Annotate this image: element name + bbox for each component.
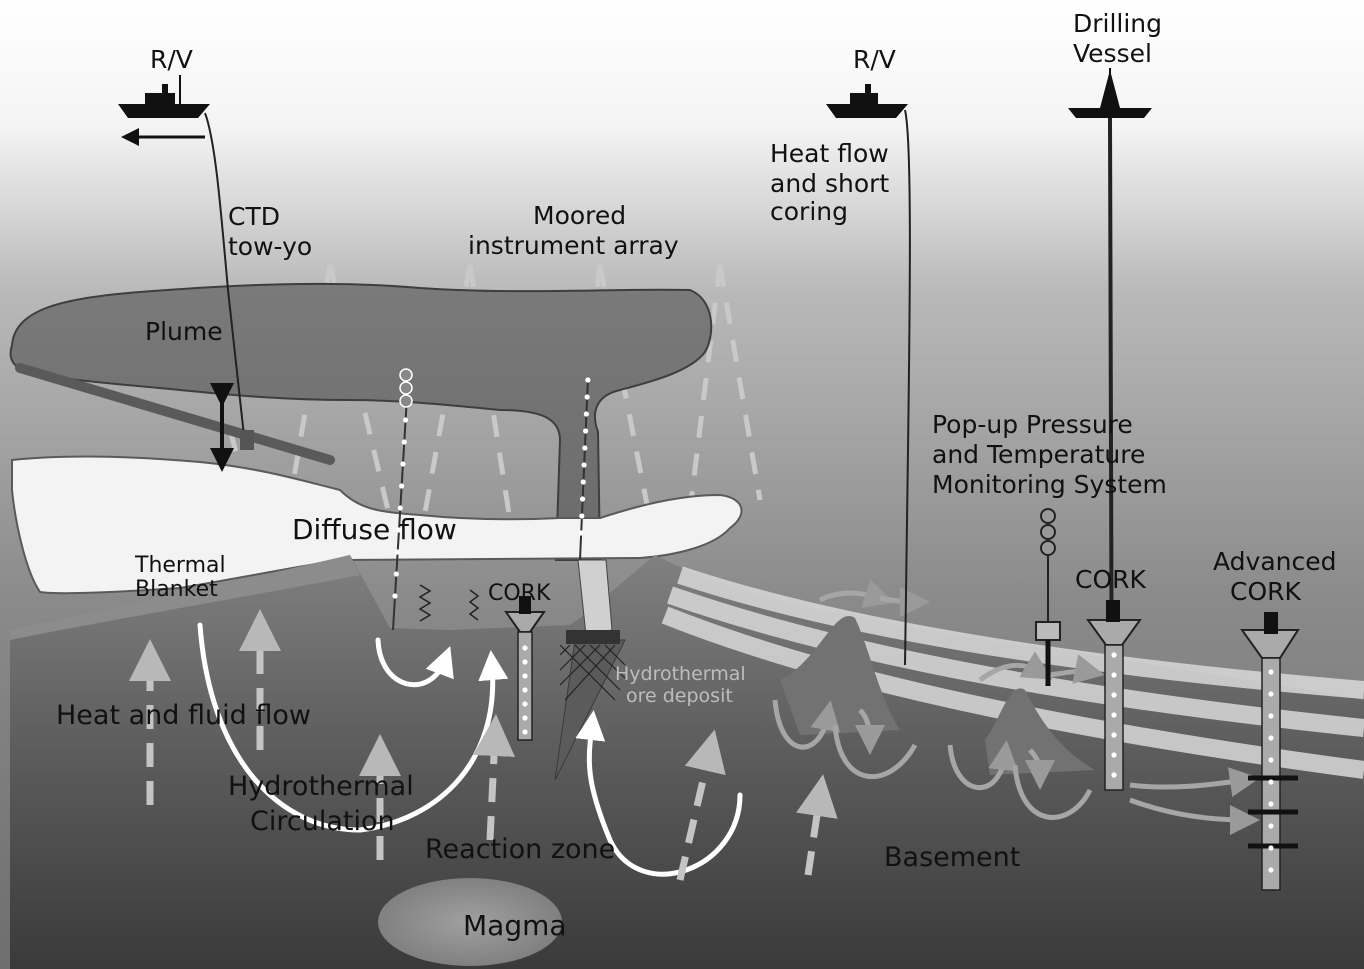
instrument-bead <box>581 479 586 484</box>
cork-left-label: CORK <box>488 581 551 606</box>
rv-left-label: R/V <box>150 45 193 74</box>
instrument-bead <box>585 377 590 382</box>
advanced-cork-label-2: CORK <box>1230 577 1302 606</box>
instrument-bead <box>1268 867 1273 872</box>
instrument-bead <box>398 505 403 510</box>
instrument-bead <box>403 417 408 422</box>
heatflow-label-2: and short <box>770 169 889 198</box>
diffuse-flow-label: Diffuse flow <box>292 513 457 546</box>
instrument-bead <box>1111 672 1116 677</box>
instrument-bead <box>578 530 583 535</box>
instrument-bead <box>1268 713 1273 718</box>
instrument-bead <box>1111 772 1116 777</box>
instrument-bead <box>392 593 397 598</box>
reaction-zone-label: Reaction zone <box>425 834 615 865</box>
ctd-instrument <box>240 430 254 450</box>
instrument-bead <box>394 571 399 576</box>
ctd-label-2: tow-yo <box>228 232 312 261</box>
rv-middle-label: R/V <box>853 45 896 74</box>
moored-label-1: Moored <box>533 201 626 230</box>
advanced-cork-label-1: Advanced <box>1213 547 1337 576</box>
ctd-label-1: CTD <box>228 202 280 231</box>
instrument-bead <box>1268 801 1273 806</box>
magma-label: Magma <box>463 909 567 942</box>
instrument-bead <box>585 394 590 399</box>
cork-right-label: CORK <box>1075 565 1147 594</box>
ore-deposit-label-2: ore deposit <box>626 685 733 707</box>
instrument-bead <box>522 645 527 650</box>
thermal-blanket-label-2: Blanket <box>135 577 218 602</box>
popup-label-2: and Temperature <box>932 440 1145 469</box>
heatflow-label-3: coring <box>770 197 848 226</box>
instrument-bead <box>522 687 527 692</box>
drilling-vessel-label-2: Vessel <box>1073 39 1152 68</box>
instrument-bead <box>1111 712 1116 717</box>
instrument-bead <box>584 411 589 416</box>
instrument-bead <box>1111 692 1116 697</box>
instrument-bead <box>579 513 584 518</box>
instrument-bead <box>581 462 586 467</box>
instrument-bead <box>1268 669 1273 674</box>
instrument-bead <box>582 445 587 450</box>
instrument-bead <box>1111 732 1116 737</box>
thermal-blanket-label-1: Thermal <box>134 553 226 578</box>
drilling-vessel-label-1: Drilling <box>1073 9 1162 38</box>
instrument-bead <box>522 673 527 678</box>
instrument-bead <box>1111 752 1116 757</box>
instrument-bead <box>1268 691 1273 696</box>
hydrothermal-circulation-label-1: Hydrothermal <box>228 771 414 802</box>
instrument-bead <box>1111 652 1116 657</box>
instrument-bead <box>1268 757 1273 762</box>
moored-label-2: instrument array <box>468 231 679 260</box>
ore-deposit-label-1: Hydrothermal <box>615 663 746 685</box>
instrument-bead <box>583 428 588 433</box>
instrument-bead <box>1268 823 1273 828</box>
instrument-bead <box>522 715 527 720</box>
heatflow-label-1: Heat flow <box>770 139 889 168</box>
chimney-base <box>566 630 620 644</box>
heat-fluid-label: Heat and fluid flow <box>56 700 311 731</box>
instrument-bead <box>402 439 407 444</box>
popup-label-3: Monitoring System <box>932 470 1167 499</box>
instrument-bead <box>1268 735 1273 740</box>
instrument-bead <box>1268 845 1273 850</box>
instrument-bead <box>400 461 405 466</box>
instrument-bead <box>522 701 527 706</box>
instrument-bead <box>580 496 585 501</box>
instrument-bead <box>522 729 527 734</box>
plume-label: Plume <box>145 317 223 346</box>
popup-label-1: Pop-up Pressure <box>932 410 1133 439</box>
instrument-bead <box>395 549 400 554</box>
instrument-bead <box>522 659 527 664</box>
instrument-bead <box>1268 779 1273 784</box>
basement-label: Basement <box>884 842 1020 873</box>
hydrothermal-circulation-label-2: Circulation <box>250 806 395 837</box>
instrument-bead <box>399 483 404 488</box>
